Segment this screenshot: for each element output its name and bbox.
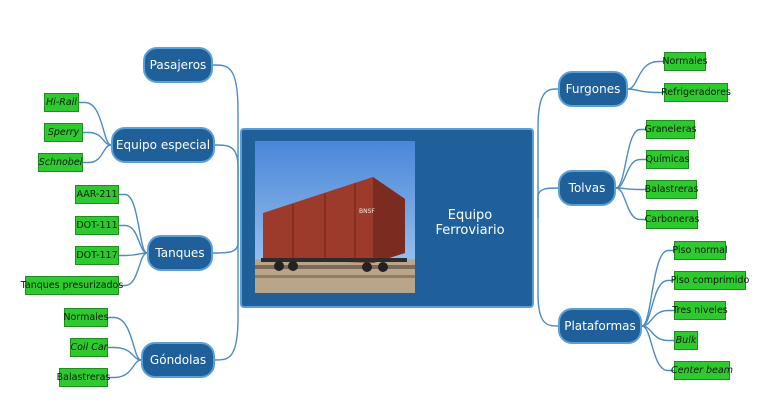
leaf-connector-balastreras	[108, 359, 142, 379]
leaf-furgones-normales[interactable]: Normales	[662, 52, 708, 71]
boxcar-photo: BNSF	[255, 141, 415, 293]
leaf-equipo-especial-schnobel[interactable]: Schnobel	[38, 153, 83, 172]
branch-pasajeros-connector	[212, 64, 239, 218]
leaf-connector-carboneras	[615, 187, 646, 221]
leaf-connector-piso-comprimido	[641, 279, 674, 327]
leaf-tanques-dot-111[interactable]: DOT-111	[75, 216, 119, 235]
branch-tolvas-connector	[537, 187, 559, 218]
leaf-connector-bulk	[641, 325, 674, 342]
branch-furgones-connector	[537, 88, 559, 218]
leaf-gondolas-coil-car[interactable]: Coil Car	[70, 338, 108, 357]
leaf-plataformas-piso-comprimido[interactable]: Piso comprimido	[671, 271, 749, 290]
svg-text:BNSF: BNSF	[359, 208, 375, 215]
leaf-connector-normales	[108, 316, 142, 361]
leaf-furgones-refrigeradores[interactable]: Refrigeradores	[661, 83, 731, 102]
branch-pasajeros[interactable]: Pasajeros	[143, 47, 213, 83]
leaf-connector-quimicas	[615, 158, 646, 189]
leaf-connector-tres-niveles	[641, 309, 674, 327]
leaf-connector-refrigeradores	[627, 88, 664, 94]
leaf-plataformas-bulk[interactable]: Bulk	[674, 331, 698, 350]
leaf-tolvas-carboneras[interactable]: Carboneras	[645, 210, 699, 229]
leaf-tolvas-balastreras[interactable]: Balastreras	[645, 180, 698, 199]
central-topic-title: Equipo Ferroviario	[435, 208, 505, 238]
branch-equipo-especial-connector	[214, 144, 239, 218]
leaf-connector-balastreras	[615, 187, 646, 191]
leaf-connector-piso-normal	[641, 249, 674, 327]
leaf-connector-schnobel	[83, 144, 112, 164]
leaf-plataformas-tres-niveles[interactable]: Tres niveles	[672, 301, 728, 320]
leaf-equipo-especial-sperry[interactable]: Sperry	[44, 123, 83, 142]
branch-plataformas[interactable]: Plataformas	[558, 308, 642, 344]
leaf-tanques-tanques-presurizados[interactable]: Tanques presurizados	[21, 276, 123, 295]
leaf-connector-center-beam	[641, 325, 674, 372]
leaf-connector-aar-211	[119, 193, 148, 254]
branch-gondolas-connector	[214, 218, 239, 361]
leaf-gondolas-balastreras[interactable]: Balastreras	[57, 368, 110, 387]
leaf-tanques-dot-117[interactable]: DOT-117	[75, 246, 119, 265]
leaf-tolvas-quimicas[interactable]: Químicas	[645, 150, 690, 169]
branch-tolvas[interactable]: Tolvas	[558, 170, 616, 206]
leaf-tolvas-graneleras[interactable]: Graneleras	[644, 120, 697, 139]
leaf-connector-coil-car	[108, 346, 142, 361]
leaf-gondolas-normales[interactable]: Normales	[63, 308, 109, 327]
branch-tanques-connector	[212, 218, 239, 254]
branch-gondolas[interactable]: Góndolas	[141, 342, 215, 378]
leaf-equipo-especial-hi-rail[interactable]: Hi-Rail	[44, 93, 79, 112]
leaf-connector-hi-rail	[79, 101, 112, 146]
leaf-connector-normales	[627, 60, 664, 90]
leaf-connector-dot-111	[119, 224, 148, 254]
leaf-tanques-aar-211[interactable]: AAR-211	[75, 185, 119, 204]
branch-furgones[interactable]: Furgones	[558, 71, 628, 107]
leaf-connector-dot-117	[119, 252, 148, 257]
leaf-connector-sperry	[83, 131, 112, 146]
leaf-connector-tanques-presurizados	[119, 252, 148, 287]
branch-equipo-especial[interactable]: Equipo especial	[111, 127, 215, 163]
branch-plataformas-connector	[537, 218, 559, 327]
leaf-plataformas-piso-normal[interactable]: Piso normal	[672, 241, 728, 260]
leaf-connector-graneleras	[615, 128, 646, 189]
branch-tanques[interactable]: Tanques	[147, 235, 213, 271]
leaf-plataformas-center-beam[interactable]: Center beam	[671, 361, 733, 380]
